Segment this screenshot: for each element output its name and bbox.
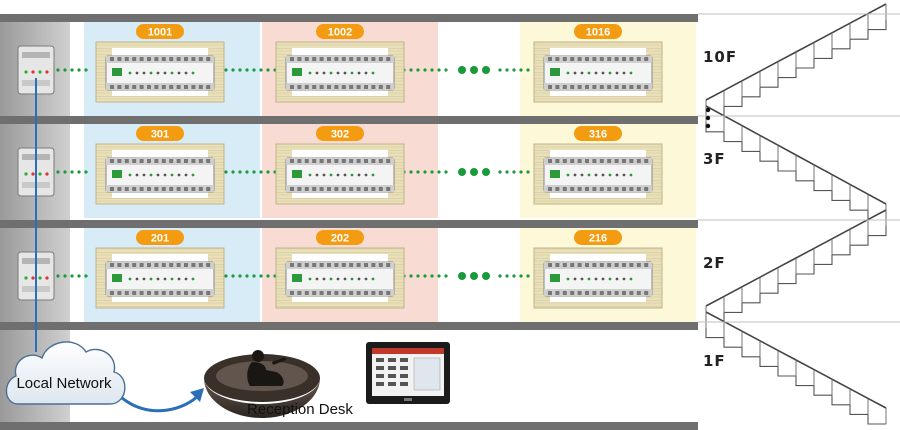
network-link (498, 68, 530, 72)
reception-label: Reception Desk (247, 401, 353, 418)
room-badge (316, 24, 364, 39)
room-controller-301 (95, 143, 225, 205)
network-link (56, 68, 88, 72)
more-rooms-ellipsis (458, 168, 490, 176)
room-badge (316, 126, 364, 141)
room-controller-316 (533, 143, 663, 205)
floor-2f: 201 202 216 2F (17, 228, 726, 322)
receptionist-icon (247, 350, 287, 386)
room-badge (574, 24, 622, 39)
room-number: 1001 (148, 27, 172, 39)
room-number: 302 (331, 129, 349, 141)
network-link (498, 170, 530, 174)
floor-3f: 301 302 316 3F (17, 124, 726, 218)
room-badge (574, 230, 622, 245)
slab-ground (0, 422, 698, 430)
room-badge (316, 230, 364, 245)
room-number: 202 (331, 233, 349, 245)
network-link (56, 170, 88, 174)
room-controller-202 (275, 247, 405, 309)
network-label: Local Network (16, 375, 112, 392)
slab-top (0, 14, 698, 22)
floor-label-3f: 3F (703, 150, 726, 168)
slab-10f (0, 116, 698, 124)
floor-label-2f: 2F (703, 254, 726, 272)
arrow-to-reception (121, 392, 202, 413)
room-badge (136, 230, 184, 245)
local-network-cloud: Local Network (5, 341, 126, 405)
room-controller-302 (275, 143, 405, 205)
room-badge (574, 126, 622, 141)
network-link (56, 274, 88, 278)
room-controller-1001 (95, 41, 225, 103)
more-floors-ellipsis (705, 107, 711, 129)
cloud-icon (5, 341, 126, 405)
network-link (498, 274, 530, 278)
reception-desk: Reception Desk (204, 350, 353, 418)
room-number: 201 (151, 233, 169, 245)
room-number: 1016 (586, 27, 610, 39)
more-rooms-ellipsis (458, 272, 490, 280)
arrow-head-icon (190, 388, 204, 402)
room-badge (136, 126, 184, 141)
desk-body (204, 378, 320, 418)
floor-label-1f: 1F (703, 352, 726, 370)
room-controller-216 (533, 247, 663, 309)
slab-2f (0, 322, 698, 330)
more-rooms-ellipsis (458, 66, 490, 74)
room-number: 316 (589, 129, 607, 141)
room-badge (136, 24, 184, 39)
control-panel-monitor (366, 342, 450, 404)
stairwell (698, 0, 900, 430)
room-controller-1016 (533, 41, 663, 103)
floor-label-10f: 10F (703, 48, 737, 66)
room-controller-201 (95, 247, 225, 309)
floor-10f: 1001 1002 1016 10F (17, 22, 737, 116)
room-controller-1002 (275, 41, 405, 103)
room-number: 216 (589, 233, 607, 245)
room-number: 1002 (328, 27, 352, 39)
floors-layer: 1001 1002 1016 10F 301 302 316 3F 201 202 216 2F (17, 22, 737, 322)
room-number: 301 (151, 129, 169, 141)
slab-3f (0, 220, 698, 228)
